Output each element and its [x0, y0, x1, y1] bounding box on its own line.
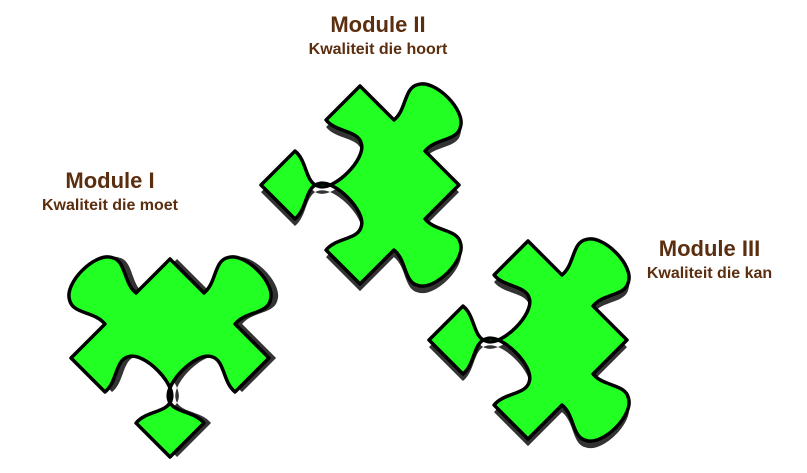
module-2-label: Module II Kwaliteit die hoort	[258, 12, 498, 60]
module-3-label: Module III Kwaliteit die kan	[612, 236, 807, 284]
module-1-subtitle: Kwaliteit die moet	[41, 197, 179, 215]
module-1-label: Module I Kwaliteit die moet	[0, 168, 220, 216]
module-3-title: Module III	[658, 236, 761, 261]
puzzle-piece-module-2	[259, 46, 538, 330]
puzzle-piece-module-1	[31, 180, 315, 459]
module-2-title: Module II	[330, 12, 426, 37]
module-1-title: Module I	[65, 168, 155, 193]
module-3-subtitle: Kwaliteit die kan	[646, 265, 773, 283]
module-2-subtitle: Kwaliteit die hoort	[308, 41, 448, 59]
